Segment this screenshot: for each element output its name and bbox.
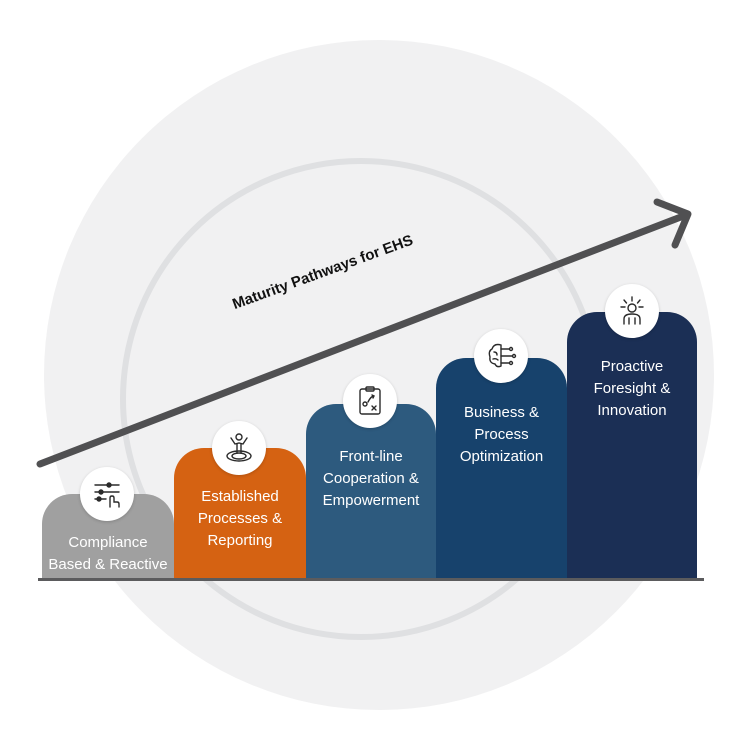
step-label: Proactive Foresight & Innovation <box>593 358 671 419</box>
baseline <box>38 578 704 581</box>
step-label: Compliance Based & Reactive <box>48 534 168 573</box>
clipboard-strategy-icon <box>343 374 397 428</box>
brain-circuit-icon <box>474 329 528 383</box>
sliders-hand-icon <box>80 467 134 521</box>
step-label: Front-line Cooperation & Empowerment <box>322 448 420 509</box>
step-business: Business & Process Optimization <box>436 358 567 580</box>
step-label: Established Processes & Reporting <box>197 488 283 549</box>
step-frontline: Front-line Cooperation & Empowerment <box>306 404 436 580</box>
step-label: Business & Process Optimization <box>459 404 544 465</box>
idea-person-icon <box>605 284 659 338</box>
target-person-icon <box>212 421 266 475</box>
step-proactive: Proactive Foresight & Innovation <box>567 312 697 580</box>
